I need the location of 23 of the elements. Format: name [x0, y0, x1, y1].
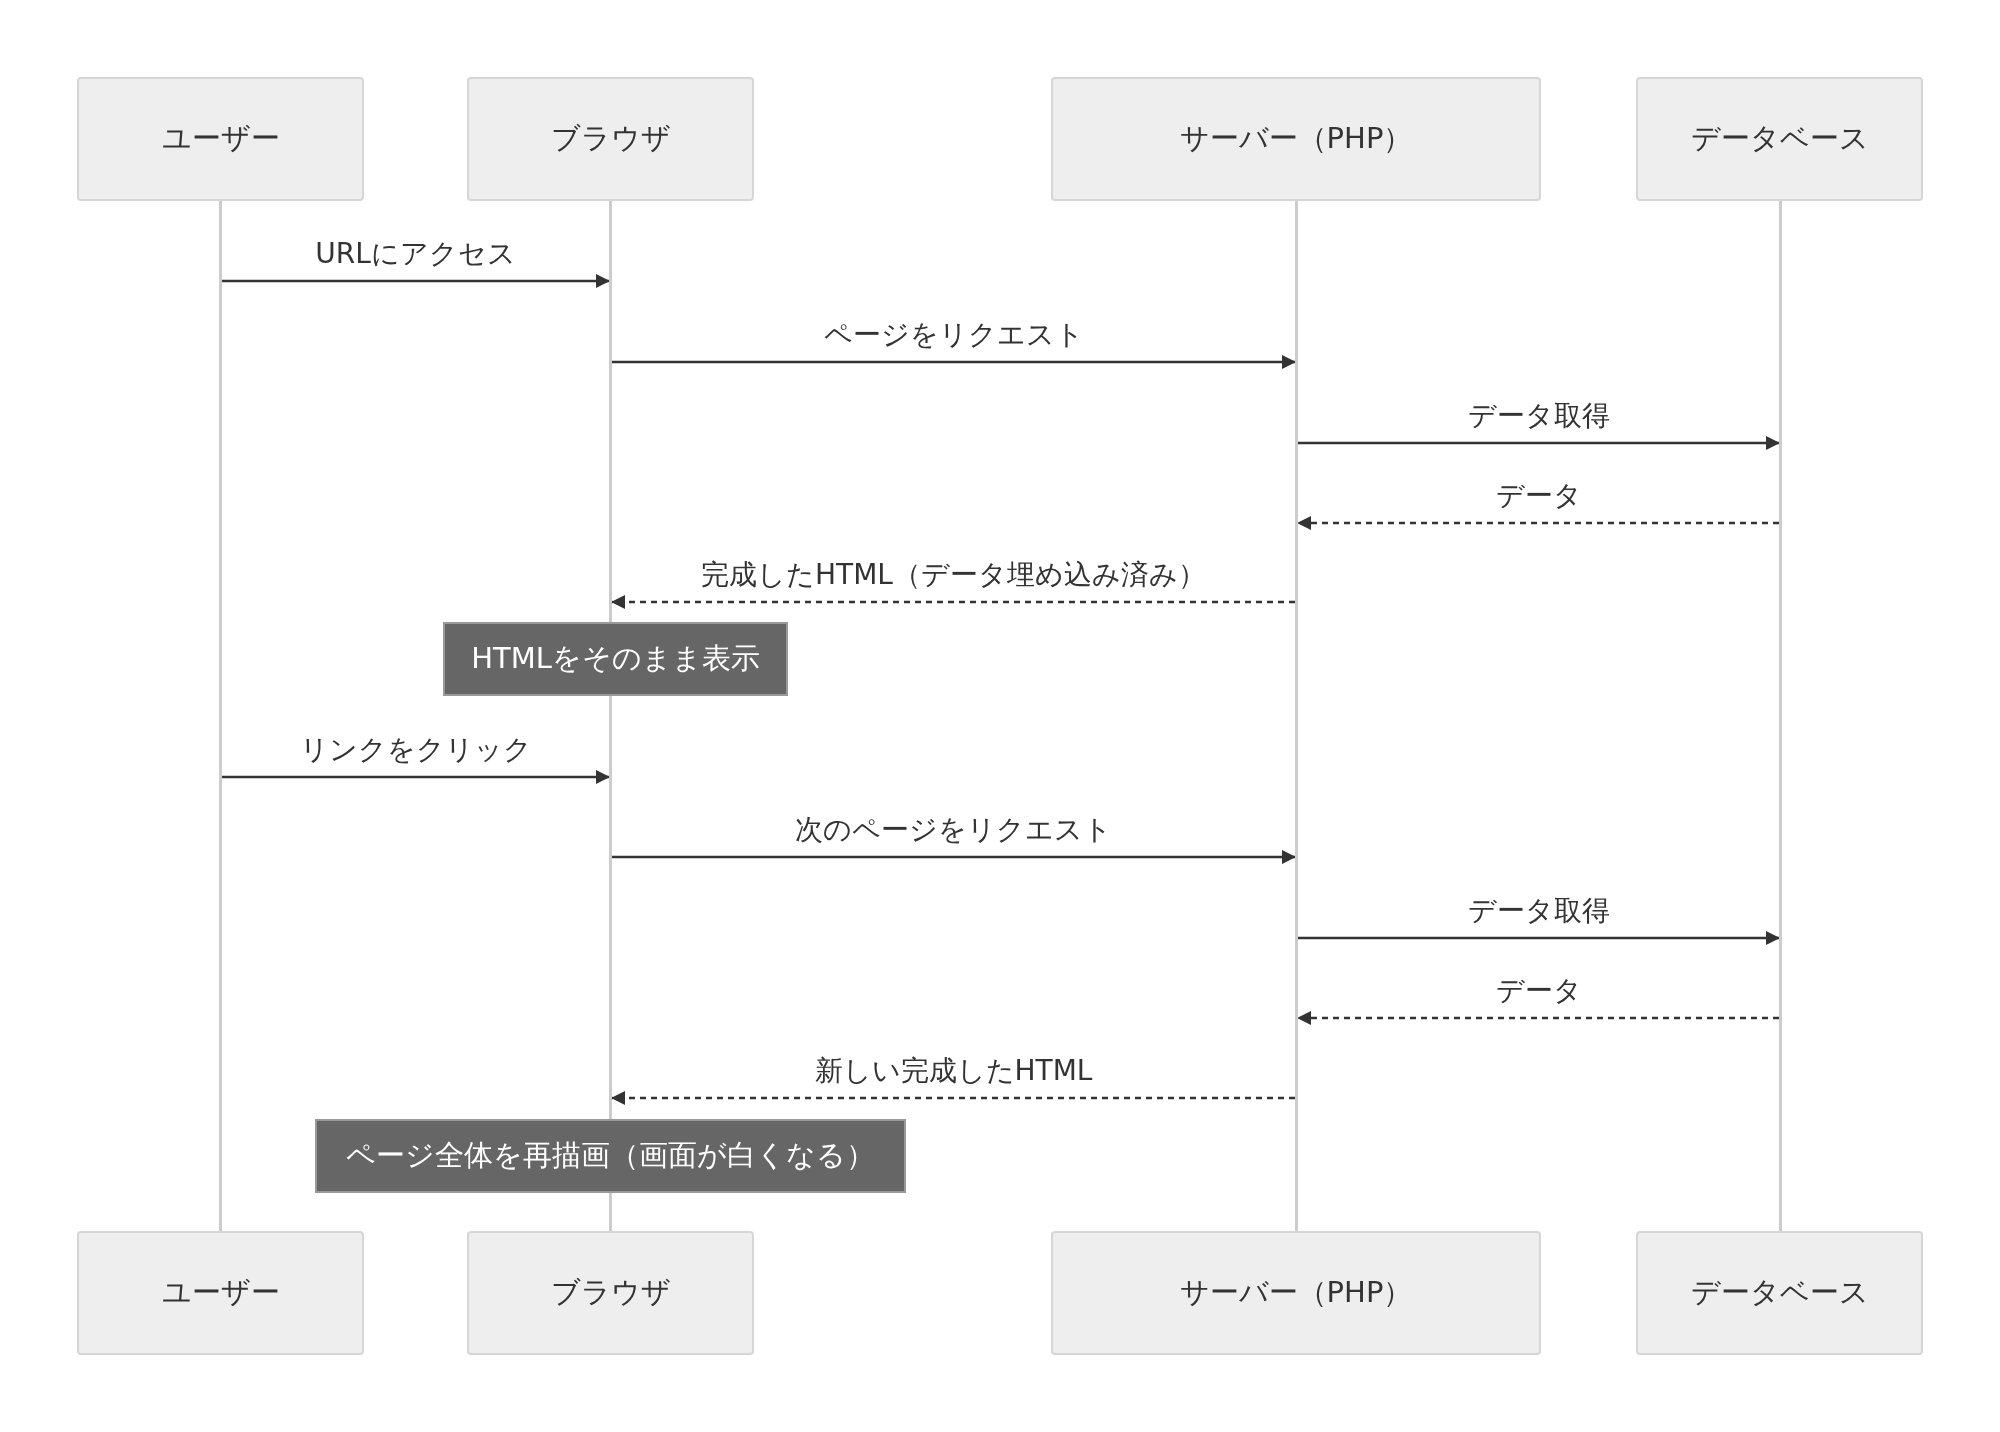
note-box: HTMLをそのまま表示: [443, 622, 788, 696]
message-arrow: [1297, 1011, 1779, 1025]
message-arrow: [611, 1091, 1295, 1105]
message-arrow: [612, 355, 1296, 369]
participant-box: ユーザー: [77, 77, 364, 201]
lifeline: [219, 201, 222, 1231]
message-arrow: [612, 850, 1296, 864]
note-box: ページ全体を再描画（画面が白くなる）: [315, 1119, 906, 1193]
participant-box: データベース: [1636, 77, 1923, 201]
participant-box: データベース: [1636, 1231, 1923, 1355]
participant-box: ユーザー: [77, 1231, 364, 1355]
participant-box: サーバー（PHP）: [1051, 1231, 1541, 1355]
participant-box: ブラウザ: [467, 77, 754, 201]
message-arrow: [1298, 931, 1780, 945]
message-arrow: [222, 770, 610, 784]
message-arrow: [611, 595, 1295, 609]
participant-box: サーバー（PHP）: [1051, 77, 1541, 201]
message-arrow: [222, 274, 610, 288]
lifeline: [1295, 201, 1298, 1231]
lifeline: [1779, 201, 1782, 1231]
message-arrow: [1298, 436, 1780, 450]
participant-box: ブラウザ: [467, 1231, 754, 1355]
message-arrow: [1297, 516, 1779, 530]
